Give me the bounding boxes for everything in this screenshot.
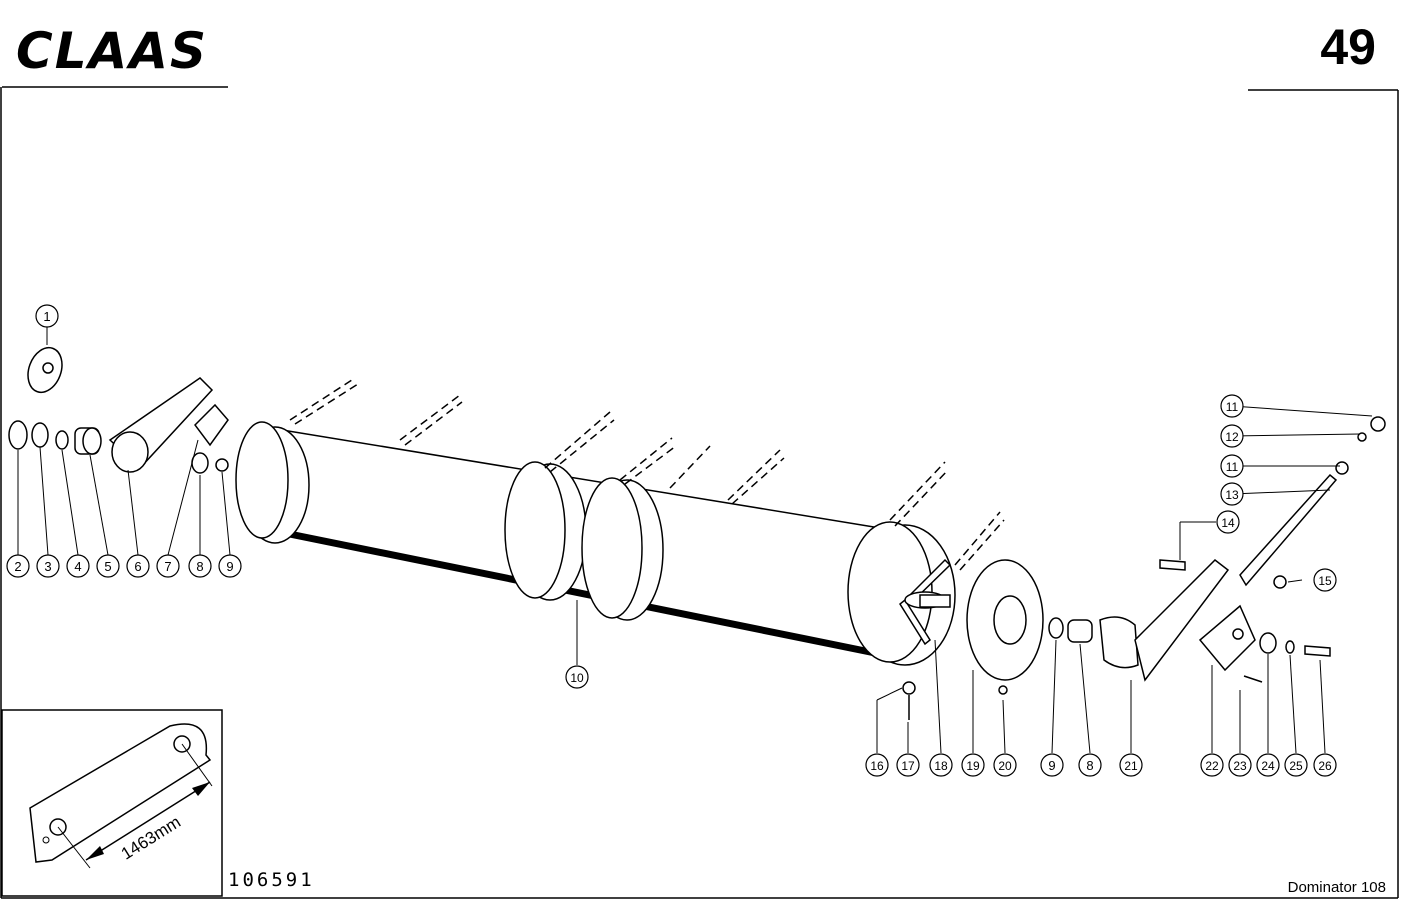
callout-16: 16 <box>865 753 889 777</box>
callout-11-top: 11 <box>1220 394 1244 418</box>
callout-4: 4 <box>66 554 90 578</box>
callout-10: 10 <box>565 665 589 689</box>
callout-22: 22 <box>1200 753 1224 777</box>
callout-17: 17 <box>896 753 920 777</box>
callout-18: 18 <box>929 753 953 777</box>
svg-text:26: 26 <box>1318 759 1332 773</box>
callout-8-right: 8 <box>1078 753 1102 777</box>
svg-text:12: 12 <box>1225 430 1239 444</box>
callout-20: 20 <box>993 753 1017 777</box>
svg-text:23: 23 <box>1233 759 1247 773</box>
svg-text:22: 22 <box>1205 759 1219 773</box>
callout-1: 1 <box>35 304 59 328</box>
svg-text:11: 11 <box>1226 400 1239 414</box>
callout-14: 14 <box>1216 510 1240 534</box>
callout-21: 21 <box>1119 753 1143 777</box>
svg-text:6: 6 <box>134 559 141 574</box>
svg-text:10: 10 <box>570 671 584 685</box>
callout-26: 26 <box>1313 753 1337 777</box>
svg-text:9: 9 <box>1048 758 1055 773</box>
model-name: Dominator 108 <box>1287 879 1386 896</box>
callout-13: 13 <box>1220 482 1244 506</box>
callout-9-right: 9 <box>1040 753 1064 777</box>
svg-text:19: 19 <box>966 759 980 773</box>
callout-12: 12 <box>1220 424 1244 448</box>
callout-bubbles: 1 2 3 4 5 6 7 8 9 10 11 12 11 13 14 15 1… <box>6 304 1337 777</box>
svg-text:21: 21 <box>1124 759 1138 773</box>
leader-lines <box>17 327 1373 754</box>
svg-text:14: 14 <box>1221 516 1235 530</box>
callout-24: 24 <box>1256 753 1280 777</box>
svg-text:11: 11 <box>1226 460 1239 474</box>
left-parts <box>8 346 229 474</box>
callout-25: 25 <box>1284 753 1308 777</box>
brand-logo: CLAAS <box>8 14 238 80</box>
svg-text:24: 24 <box>1261 759 1275 773</box>
svg-text:4: 4 <box>74 559 81 574</box>
callout-23: 23 <box>1228 753 1252 777</box>
roller-dash-lines <box>289 377 1005 571</box>
svg-text:5: 5 <box>104 559 111 574</box>
svg-text:17: 17 <box>901 759 915 773</box>
svg-text:8: 8 <box>1086 758 1093 773</box>
page-frame <box>0 86 1399 899</box>
svg-text:2: 2 <box>14 559 21 574</box>
callout-5: 5 <box>96 554 120 578</box>
svg-text:1: 1 <box>43 309 50 324</box>
callout-19: 19 <box>961 753 985 777</box>
callout-6: 6 <box>126 554 150 578</box>
right-parts <box>902 416 1386 720</box>
callout-7: 7 <box>156 554 180 578</box>
svg-text:18: 18 <box>934 759 948 773</box>
inset-detail: 1463mm <box>1 709 223 897</box>
callout-9-left: 9 <box>218 554 242 578</box>
svg-text:20: 20 <box>998 759 1012 773</box>
svg-text:25: 25 <box>1289 759 1303 773</box>
drawing-number: 106591 <box>228 869 315 891</box>
svg-text:13: 13 <box>1225 488 1239 502</box>
callout-8-left: 8 <box>188 554 212 578</box>
callout-3: 3 <box>36 554 60 578</box>
roller-assembly <box>235 421 956 666</box>
callout-11-bottom: 11 <box>1220 454 1244 478</box>
svg-text:15: 15 <box>1318 574 1332 588</box>
callout-15: 15 <box>1313 568 1337 592</box>
svg-text:8: 8 <box>196 559 203 574</box>
svg-text:9: 9 <box>226 559 233 574</box>
svg-text:7: 7 <box>164 559 171 574</box>
page-number: 49 <box>1320 19 1376 75</box>
brand-logo-text: CLAAS <box>16 22 208 80</box>
callout-2: 2 <box>6 554 30 578</box>
svg-text:3: 3 <box>44 559 51 574</box>
svg-text:16: 16 <box>870 759 884 773</box>
